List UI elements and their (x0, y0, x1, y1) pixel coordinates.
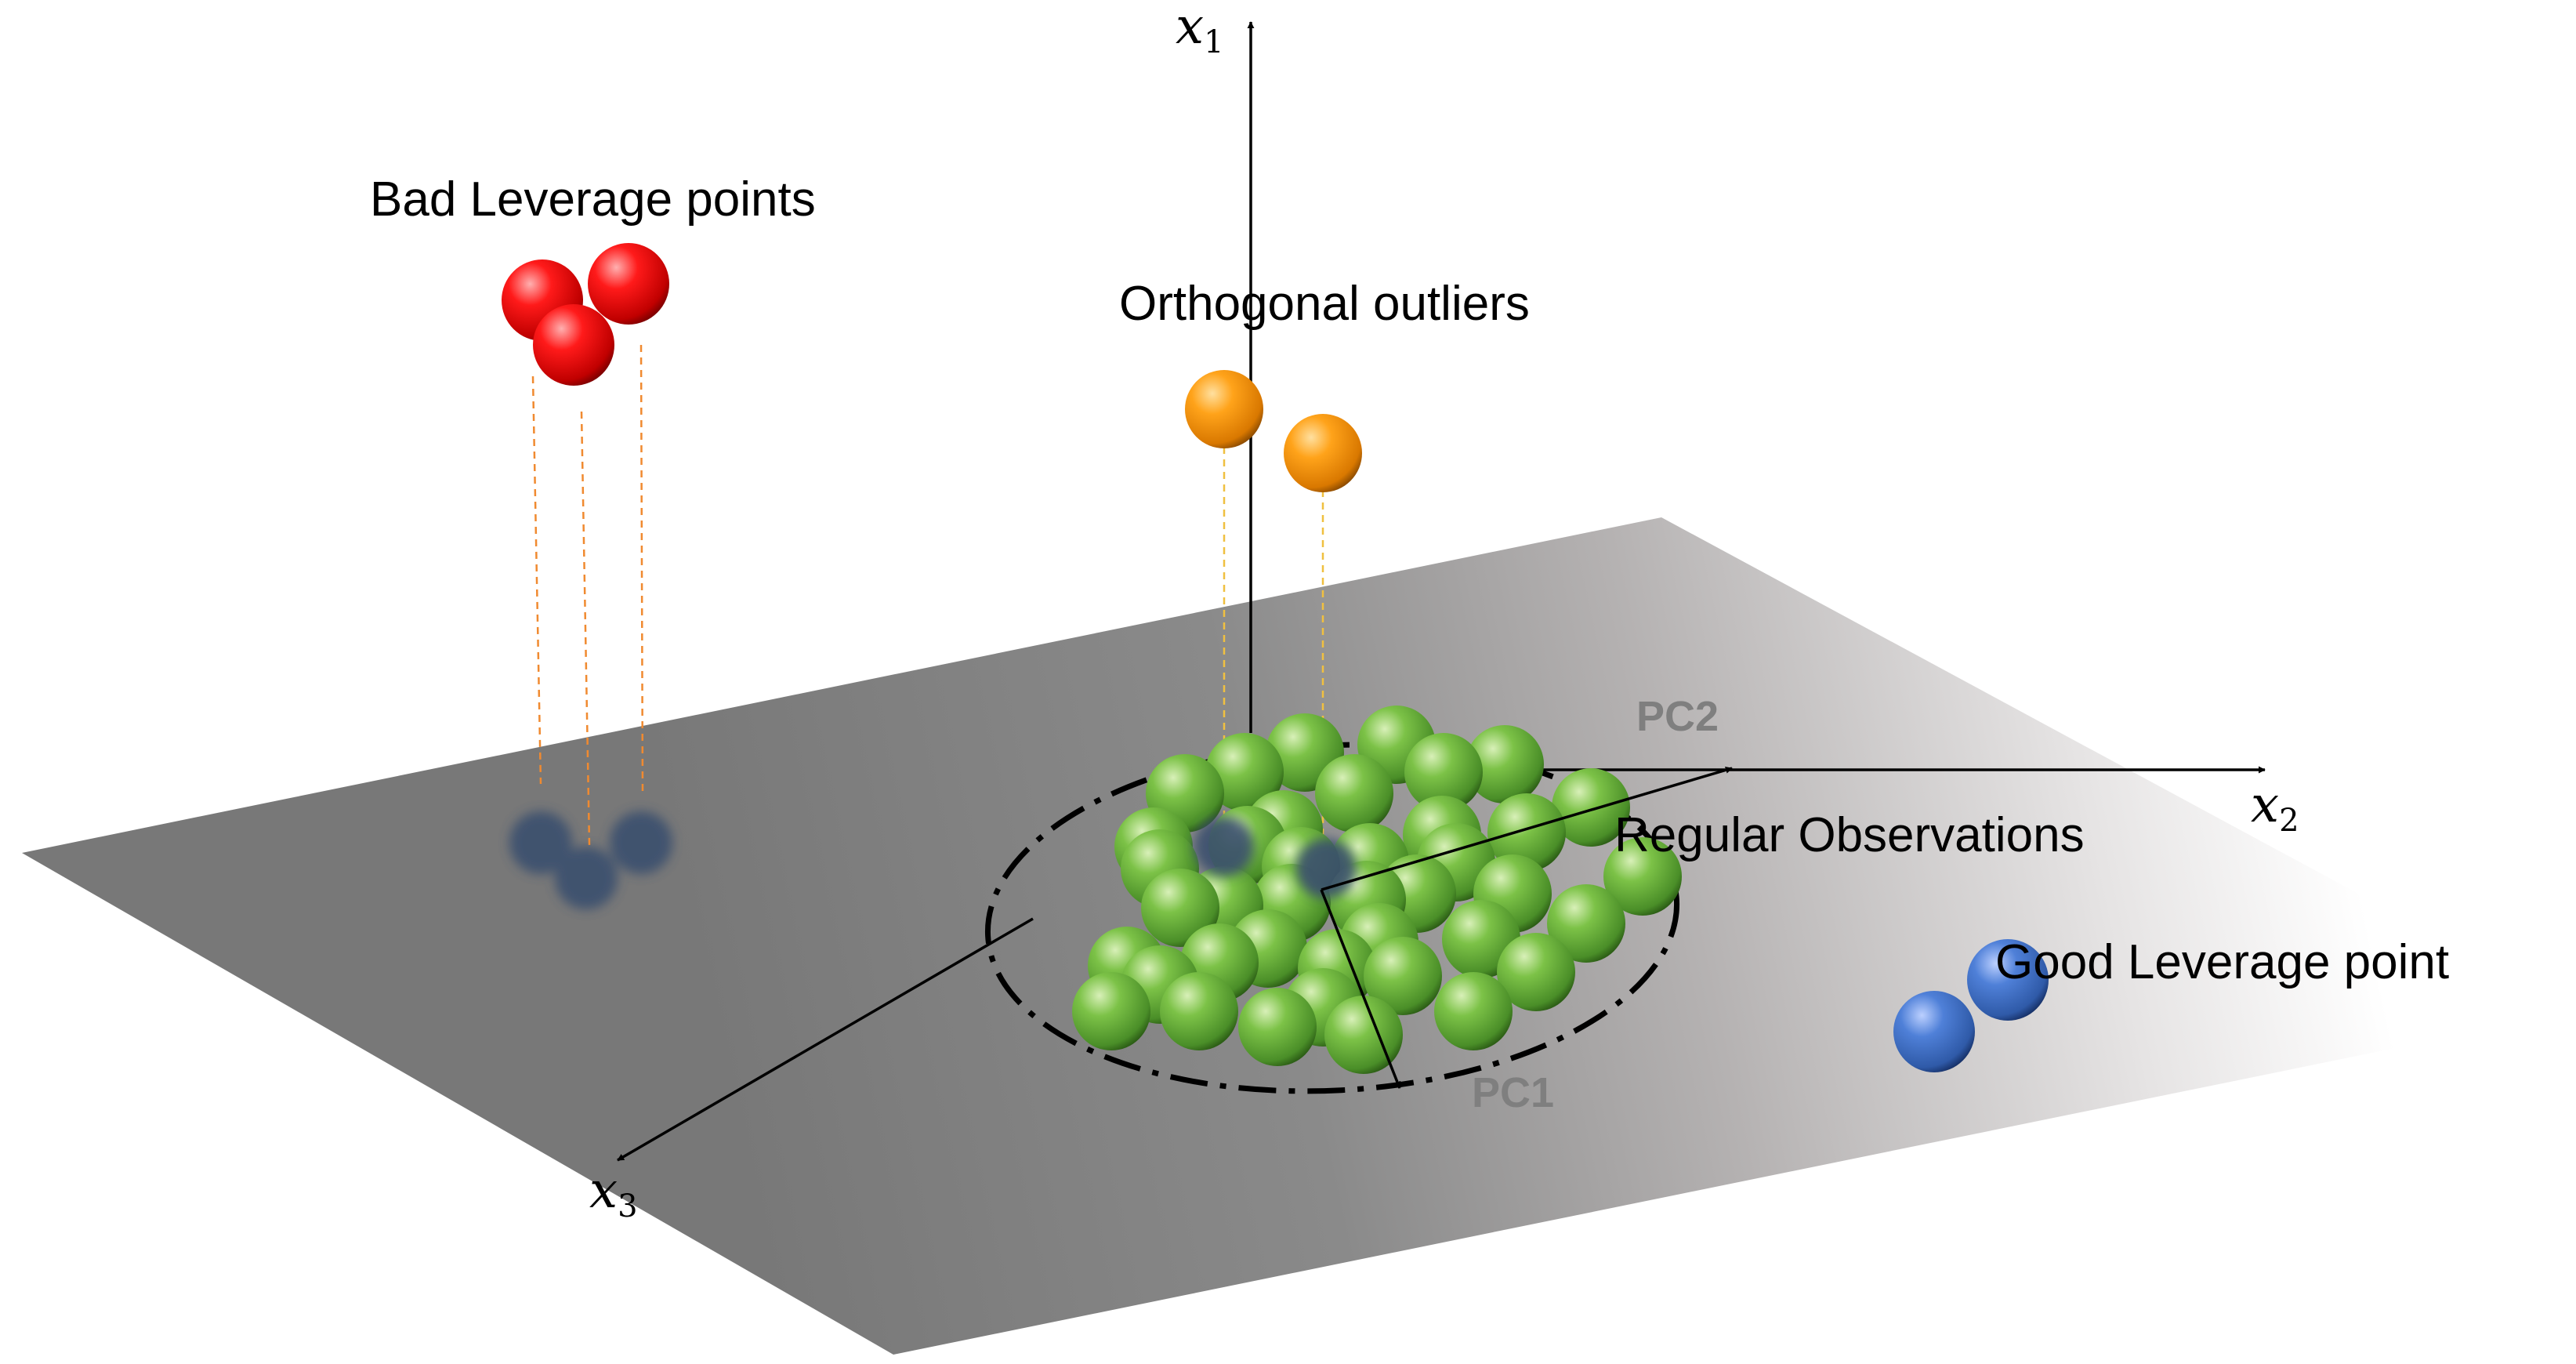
pc1-axis (1320, 889, 1401, 1089)
regular-observation-point (1141, 869, 1219, 947)
regular-observation-point (1160, 972, 1238, 1050)
regular-observation-point (1324, 996, 1403, 1074)
regular-observation-point (1072, 972, 1150, 1050)
shadow-orth-1 (1194, 817, 1254, 876)
shadow-bad-3 (555, 847, 618, 909)
regular-observation-point (1434, 972, 1513, 1050)
regular-observation-point (1205, 733, 1284, 811)
bad-leverage-label: Bad Leverage points (370, 172, 816, 227)
good-leverage-point (1967, 939, 2049, 1021)
regular-observation-point (1364, 937, 1442, 1015)
regular-observation-point (1603, 837, 1682, 916)
projection-lines (531, 344, 644, 846)
pc-axes (1320, 766, 1733, 1089)
orthogonal-outlier-point (1284, 414, 1362, 492)
shadow-bad-2 (610, 811, 672, 874)
orthogonal-outlier-point (1185, 370, 1263, 448)
projection-shadows (509, 811, 672, 909)
pc2-label: PC2 (1636, 693, 1719, 740)
shadow-bad-1 (509, 811, 572, 874)
good-leverage-points (1893, 939, 2049, 1072)
regular-observation-point (1497, 933, 1575, 1011)
regular-observations-label: Regular Observations (1614, 808, 2085, 862)
good-leverage-label: Good Leverage point (1995, 935, 2449, 989)
regular-observation-point (1547, 884, 1625, 963)
x3-axis (617, 917, 1034, 1162)
x2-axis-label: x2 (2251, 776, 2299, 839)
pc2-axis (1321, 766, 1733, 891)
regular-observation-point (1315, 754, 1393, 833)
orthogonal-outlier-points (1185, 370, 1362, 492)
pc1-label: PC1 (1472, 1069, 1554, 1116)
bad-leverage-point (588, 243, 669, 325)
bad-leverage-points (502, 243, 669, 386)
orthogonal-outliers-label: Orthogonal outliers (1119, 277, 1530, 331)
regular-observation-point (1552, 768, 1630, 847)
good-leverage-point (1893, 991, 1975, 1072)
regular-observation-point (1466, 725, 1544, 804)
regular-observation-point (1238, 988, 1317, 1066)
regular-observation-point (1487, 793, 1566, 872)
x1-axis-label: x1 (1176, 0, 1224, 60)
x3-axis-label: x3 (589, 1162, 638, 1224)
regular-observation-point (1404, 733, 1483, 811)
bad-leverage-point (533, 304, 614, 386)
